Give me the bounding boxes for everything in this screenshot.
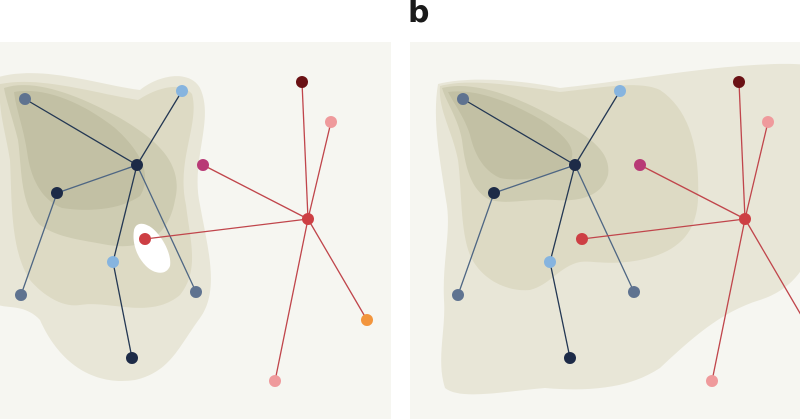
node-lightblue-mid bbox=[544, 256, 556, 268]
node-pink-bottom bbox=[706, 375, 718, 387]
node-magenta bbox=[197, 159, 209, 171]
edge-hub-red-to-pink-bottom bbox=[274, 218, 309, 382]
node-hub-red bbox=[302, 213, 314, 225]
edge-hub-navy-to-slate-right bbox=[574, 164, 635, 293]
edge-hub-navy-to-navy-left bbox=[56, 164, 138, 194]
edge-hub-red-to-pink-top bbox=[307, 121, 332, 220]
edge-hub-navy-to-lightblue-mid bbox=[112, 164, 138, 263]
node-darkred-top bbox=[733, 76, 745, 88]
edge-hub-red-to-offscreen bbox=[744, 218, 800, 315]
panel-b-edges bbox=[457, 81, 800, 382]
node-navy-bottom bbox=[564, 352, 576, 364]
edge-hub-navy-to-slate-top-left bbox=[462, 98, 576, 166]
edge-hub-red-to-pink-bottom bbox=[711, 218, 746, 382]
edge-navy-left-to-slate-bottom-left bbox=[20, 192, 58, 296]
node-navy-left bbox=[51, 187, 63, 199]
node-slate-right bbox=[190, 286, 202, 298]
edge-hub-red-to-magenta bbox=[639, 164, 746, 220]
panel-a-nodes bbox=[15, 76, 373, 387]
node-magenta bbox=[634, 159, 646, 171]
edge-navy-left-to-slate-bottom-left bbox=[457, 192, 495, 296]
edge-hub-red-to-orange-right bbox=[307, 218, 368, 321]
node-slate-top-left bbox=[19, 93, 31, 105]
edge-hub-navy-to-lightblue-top bbox=[136, 90, 183, 166]
node-lightblue-mid bbox=[107, 256, 119, 268]
edge-hub-red-to-pink-top bbox=[744, 121, 769, 220]
node-navy-left bbox=[488, 187, 500, 199]
edge-hub-navy-to-slate-top-left bbox=[24, 98, 138, 166]
edge-lightblue-mid-to-navy-bottom bbox=[112, 261, 133, 359]
node-hub-navy bbox=[131, 159, 143, 171]
node-pink-bottom bbox=[269, 375, 281, 387]
node-lightblue-top bbox=[176, 85, 188, 97]
edge-lightblue-mid-to-navy-bottom bbox=[549, 261, 571, 359]
edge-hub-red-to-red-mid bbox=[581, 218, 746, 240]
panel-a-edges bbox=[20, 81, 368, 382]
node-slate-bottom-left bbox=[452, 289, 464, 301]
panel-label-b: b bbox=[408, 0, 430, 30]
node-orange-right bbox=[361, 314, 373, 326]
edge-hub-red-to-darkred-top bbox=[301, 81, 309, 220]
edge-hub-navy-to-navy-left bbox=[493, 164, 576, 194]
edge-hub-navy-to-lightblue-top bbox=[574, 90, 621, 166]
node-navy-bottom bbox=[126, 352, 138, 364]
node-pink-top bbox=[762, 116, 774, 128]
node-slate-right bbox=[628, 286, 640, 298]
panel-b bbox=[410, 42, 800, 419]
node-darkred-top bbox=[296, 76, 308, 88]
density-contour-core bbox=[448, 91, 573, 180]
edge-hub-red-to-darkred-top bbox=[738, 81, 746, 220]
node-hub-red bbox=[739, 213, 751, 225]
node-red-mid bbox=[139, 233, 151, 245]
node-lightblue-top bbox=[614, 85, 626, 97]
panel-b-nodes bbox=[452, 76, 774, 387]
node-hub-navy bbox=[569, 159, 581, 171]
node-red-mid bbox=[576, 233, 588, 245]
node-pink-top bbox=[325, 116, 337, 128]
edge-hub-navy-to-slate-right bbox=[136, 164, 197, 293]
node-slate-top-left bbox=[457, 93, 469, 105]
node-slate-bottom-left bbox=[15, 289, 27, 301]
density-contour-core bbox=[14, 90, 146, 210]
edge-hub-red-to-magenta bbox=[202, 164, 309, 220]
edge-hub-navy-to-lightblue-mid bbox=[549, 164, 576, 263]
panel-a bbox=[0, 42, 391, 419]
edge-hub-red-to-red-mid bbox=[144, 218, 309, 240]
panel-gap bbox=[391, 42, 410, 419]
